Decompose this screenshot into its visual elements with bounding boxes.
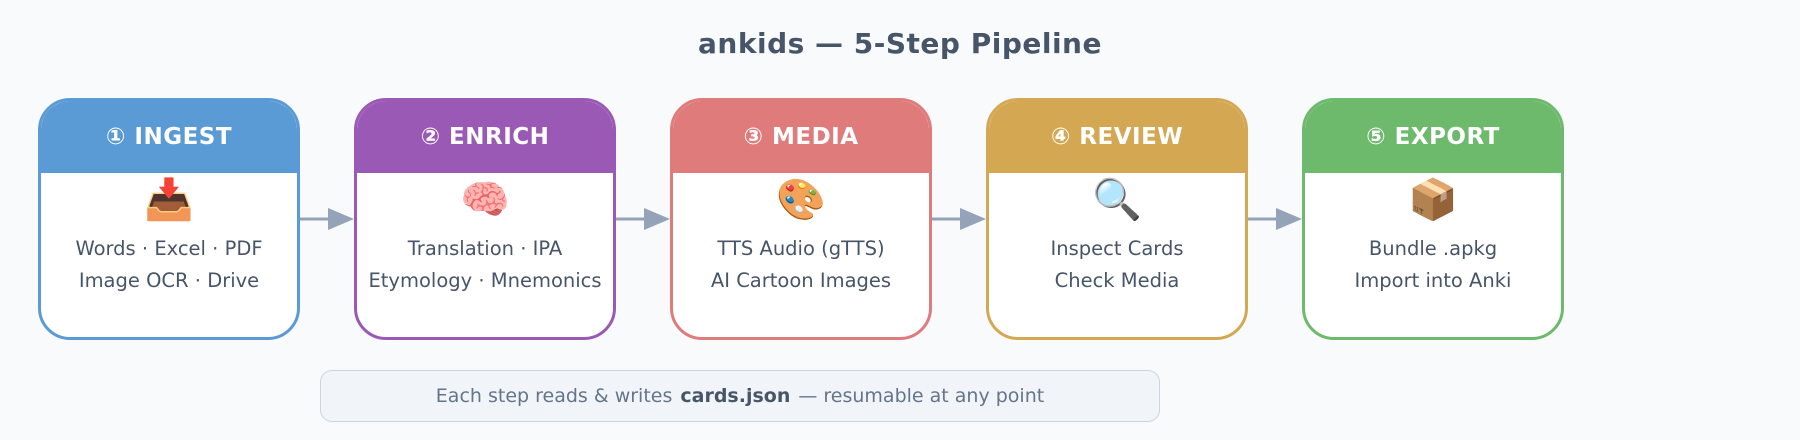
flow-arrow-icon [300, 208, 354, 230]
step-detail-line: Check Media [1054, 269, 1180, 292]
step-export: ⑤ EXPORT 📦 Bundle .apkg Import into Anki [1302, 98, 1564, 340]
package-icon: 📦 [1408, 176, 1458, 223]
step-enrich: ② ENRICH 🧠 Translation · IPA Etymology ·… [354, 98, 616, 340]
step-header: ⑤ EXPORT [1305, 101, 1561, 173]
footer-filename: cards.json [680, 385, 791, 407]
step-detail-line: Translation · IPA [407, 237, 563, 260]
footer-note: Each step reads & writes cards.json — re… [320, 370, 1160, 422]
step-detail-line: AI Cartoon Images [710, 269, 892, 292]
footer-prefix: Each step reads & writes [435, 385, 673, 407]
step-review: ④ REVIEW 🔍 Inspect Cards Check Media [986, 98, 1248, 340]
step-detail-line: Import into Anki [1354, 269, 1512, 292]
footer-suffix: — resumable at any point [798, 385, 1045, 407]
flow-arrow-icon [616, 208, 670, 230]
palette-icon: 🎨 [776, 176, 826, 223]
magnifier-icon: 🔍 [1092, 176, 1142, 223]
step-detail-line: Etymology · Mnemonics [368, 269, 602, 292]
step-detail-line: Inspect Cards [1050, 237, 1184, 260]
step-detail-line: Image OCR · Drive [78, 269, 260, 292]
diagram-title: ankids — 5-Step Pipeline [698, 27, 1102, 60]
inbox-tray-icon: 📥 [144, 176, 194, 223]
step-header: ① INGEST [41, 101, 297, 173]
step-detail-line: Bundle .apkg [1368, 237, 1498, 260]
step-header: ④ REVIEW [989, 101, 1245, 173]
step-header: ③ MEDIA [673, 101, 929, 173]
step-ingest: ① INGEST 📥 Words · Excel · PDF Image OCR… [38, 98, 300, 340]
step-detail-line: Words · Excel · PDF [75, 237, 263, 260]
brain-icon: 🧠 [460, 176, 510, 223]
step-media: ③ MEDIA 🎨 TTS Audio (gTTS) AI Cartoon Im… [670, 98, 932, 340]
flow-arrow-icon [932, 208, 986, 230]
step-detail-line: TTS Audio (gTTS) [717, 237, 885, 260]
flow-arrow-icon [1248, 208, 1302, 230]
step-header: ② ENRICH [357, 101, 613, 173]
